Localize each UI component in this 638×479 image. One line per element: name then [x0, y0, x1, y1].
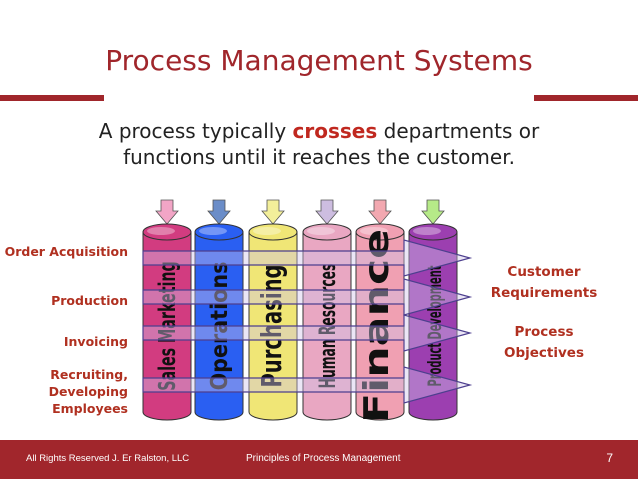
intake-arrow-finance [368, 199, 392, 225]
process-flow-arrows [142, 239, 473, 404]
intake-arrow-product-development [421, 199, 445, 225]
page-number: 7 [606, 451, 613, 465]
subtitle-highlight: crosses [292, 119, 378, 143]
intake-arrow-purchasing [261, 199, 285, 225]
intake-arrow-operations [207, 199, 231, 225]
subtitle-text-2: departments or functions until it reache… [123, 119, 540, 169]
process-label-recruiting: Recruiting, Developing Employees [48, 367, 128, 416]
footer-bar: All Rights Reserved J. Er Ralston, LLC P… [0, 440, 638, 479]
output-label-customer: Customer Requirements [490, 264, 598, 301]
title-rule-right [534, 95, 638, 101]
intake-arrows [155, 199, 445, 225]
flow-arrow-production [142, 278, 473, 316]
process-label-invoicing: Invoicing [63, 334, 128, 349]
flow-arrow-order [142, 239, 473, 277]
output-label-objectives: Process Objectives [504, 324, 584, 361]
footer-copyright: All Rights Reserved J. Er Ralston, LLC [26, 453, 190, 464]
subtitle: A process typically crosses departments … [60, 118, 578, 170]
flow-arrow-invoicing [142, 314, 473, 352]
process-label-order: Order Acquisition [4, 244, 128, 259]
intake-arrow-sales-marketing [155, 199, 179, 225]
footer-course-title: Principles of Process Management [246, 453, 401, 464]
flow-arrow-recruiting [142, 366, 473, 404]
slide-title: Process Management Systems [105, 44, 533, 77]
department-label-product-development: Product Development [423, 266, 446, 387]
cylinder-product-development: Product Development [408, 223, 458, 421]
subtitle-text-1: A process typically [98, 119, 293, 143]
process-label-production: Production [51, 293, 128, 308]
intake-arrow-human-resources [315, 199, 339, 225]
title-rule-left [0, 95, 104, 101]
